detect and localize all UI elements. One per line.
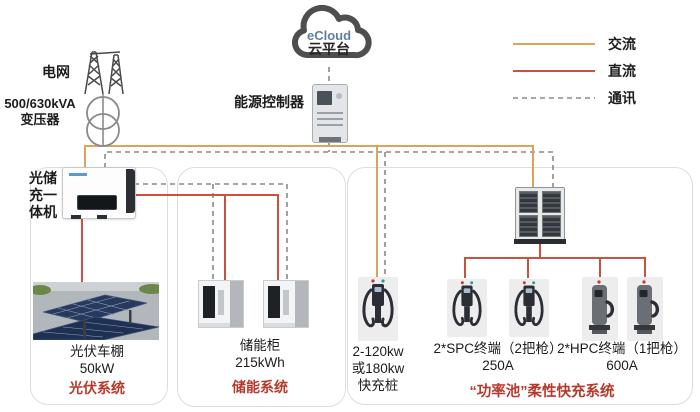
dual-cable-charger-icon [514,281,544,326]
storage-caption-line1: 储能柜 [239,338,281,353]
hpc-caption-line2: 600A [606,358,638,373]
dual-cable-charger-icon [452,281,482,326]
pv-system-label: 光伏系统 [69,380,125,396]
fast-charger-caption-line1: 2-120kw [352,344,404,359]
inverter-label-line2: 充一 [29,187,57,203]
inverter-side-panel [126,169,135,213]
cabinet-slot [218,290,224,315]
spc-caption-line2: 250A [482,358,514,373]
hpc-terminal-image-2 [627,277,663,341]
storage-cabinet-2 [263,280,309,328]
pv-storage-inverter-device [62,167,136,219]
inverter-label-line1: 光储 [29,170,57,186]
pv-caption-line2: 50kW [79,361,115,376]
inverter-screen [77,195,117,210]
transformer-rating: 500/630kVA [4,96,76,111]
controller-terminals [317,112,343,126]
fast-charger-caption-line2: 或180kw [351,361,405,376]
power-pool-cabinet [514,187,566,244]
vent-panel [519,215,538,237]
inverter-foot [71,215,81,219]
transformer-rating-label: 500/630kVA 变压器 [0,96,80,128]
transformer-name: 变压器 [20,112,60,127]
spc-caption: 2*SPC终端（2把枪） 250A [418,340,578,374]
cloud-icon [292,4,372,59]
vent-panel [542,191,561,213]
inverter-to-storage-dc [134,194,279,280]
cloud-platform: eCloud 云平台 [283,3,375,67]
cabinet-slot [283,290,289,315]
legend-ac-label: 交流 [608,36,636,52]
hpc-caption-line1: 2*HPC终端（1把枪） [557,341,687,356]
controller-label: 能源控制器 [234,94,304,110]
pv-carport-photo [33,282,159,340]
vent-panel [542,215,561,237]
gun-charger-icon [589,280,615,334]
cabinet-side [230,281,243,327]
transmission-tower-icon [84,51,124,95]
legend-comm-label: 通讯 [608,90,636,106]
inverter-label: 光储 充一 体机 [26,170,60,221]
inverter-foot [97,215,107,219]
ac-lines [84,43,595,277]
comm-trunk [104,151,554,188]
dual-cable-charger-icon [362,279,394,328]
cabinet-side [295,281,308,327]
legend-dc-label: 直流 [608,63,636,79]
hpc-terminal-image-1 [582,277,618,341]
cloud-name-text: eCloud [306,28,352,43]
cabinet-door [268,286,280,318]
charging-system-group-box [347,167,693,405]
inverter-label-line3: 体机 [29,204,57,220]
dc-lines [81,70,646,282]
inverter-to-storage-comm [134,183,288,280]
pv-caption-line1: 光伏车棚 [70,344,124,359]
spc-terminal-image-1 [447,279,487,337]
gun-charger-icon [634,280,660,334]
inverter-logo [69,173,87,176]
cabinet-base [199,323,230,327]
charging-system-label: “功率池”柔性快充系统 [469,384,615,400]
fast-charger-caption: 2-120kw 或180kw 快充桩 [333,343,423,394]
controller-base [319,137,341,142]
storage-system-label: 储能系统 [232,379,288,395]
storage-system-group-box [177,167,346,407]
cabinet-base [264,323,295,327]
charger-dc-bus [464,257,646,278]
vent-panel [519,191,538,213]
spc-terminal-image-2 [509,279,549,337]
transformer-icon [86,96,120,147]
cabinet-door [203,286,215,318]
fast-charger-image [358,277,398,341]
storage-cabinet-1 [198,280,244,328]
fast-charger-caption-line3: 快充桩 [357,378,399,393]
controller-screen [317,91,332,105]
hpc-caption: 2*HPC终端（1把枪） 600A [542,340,700,374]
cloud-platform-text: 云平台 [308,41,350,57]
cabinet-base [514,239,566,244]
storage-caption-line2: 215kWh [235,355,285,370]
energy-controller-device [312,84,348,143]
ac-trunk [84,145,534,188]
spc-caption-line1: 2*SPC终端（2把枪） [433,341,563,356]
grid-label: 电网 [42,64,70,80]
controller-button [336,93,342,99]
comm-lines [104,67,595,280]
